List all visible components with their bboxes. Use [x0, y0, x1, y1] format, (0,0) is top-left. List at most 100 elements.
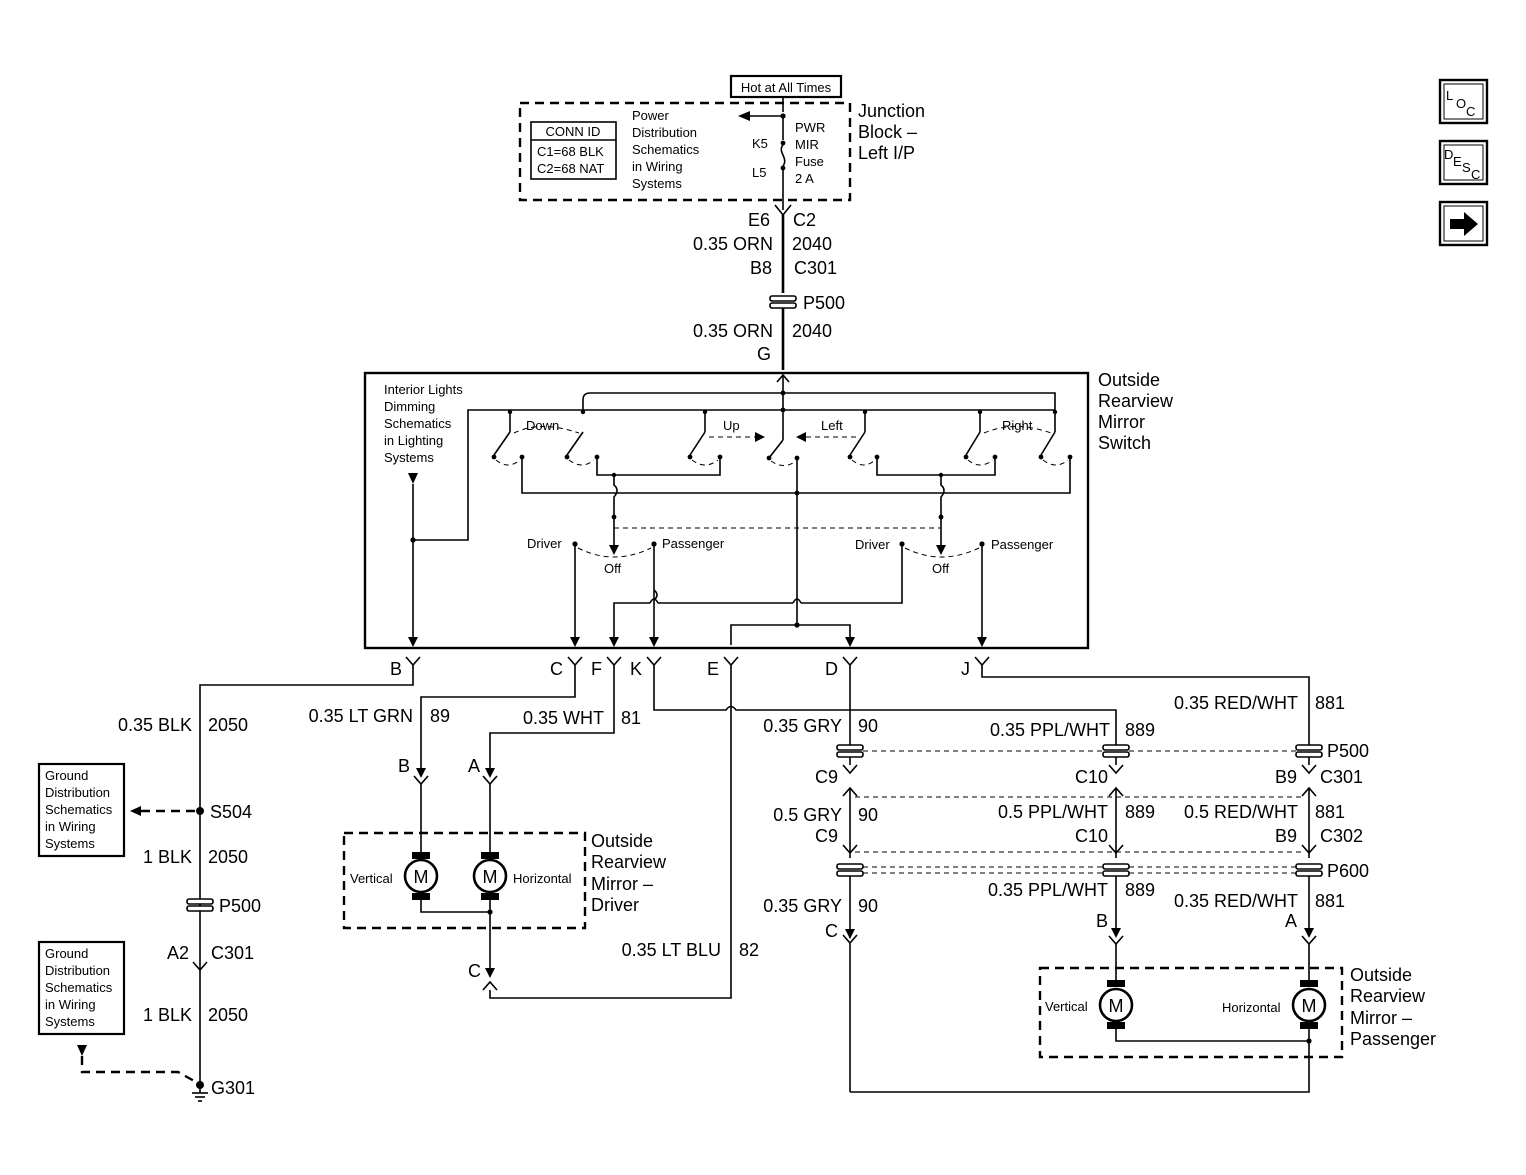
ground2-line5: Systems — [45, 1014, 95, 1029]
passenger-title-3: Mirror – — [1350, 1008, 1412, 1028]
c2-label: C2 — [793, 210, 816, 230]
loc-button[interactable]: L O C — [1438, 78, 1489, 125]
c302-label: C302 — [1320, 826, 1363, 846]
k5-label: K5 — [752, 136, 768, 151]
off1-label: Off — [604, 561, 621, 576]
switch-title-2: Rearview — [1098, 391, 1174, 411]
g-label: G — [757, 344, 771, 364]
splice-s504 — [196, 807, 204, 815]
l5-label: L5 — [752, 165, 766, 180]
driver-horizontal-motor-icon — [472, 858, 508, 894]
desc-d: D — [1444, 147, 1453, 162]
gry3-circuit: 90 — [858, 896, 878, 916]
desc-s: S — [1462, 160, 1471, 175]
interior-lights-1: Interior Lights — [384, 382, 463, 397]
conn-id-title: CONN ID — [546, 124, 601, 139]
ltblu-circuit: 82 — [739, 940, 759, 960]
interior-lights-2: Dimming — [384, 399, 435, 414]
gry1-circuit: 90 — [858, 716, 878, 736]
switch-up-label: Up — [723, 418, 740, 433]
passenger-title-4: Passenger — [1350, 1029, 1436, 1049]
wire1-circuit: 2040 — [792, 234, 832, 254]
fuse-line4: 2 A — [795, 171, 814, 186]
driver-mirror-outline — [342, 831, 587, 930]
pin-c: C — [550, 659, 563, 679]
p500-passenger-connectors — [836, 744, 1323, 758]
e6-label: E6 — [748, 210, 770, 230]
passenger-horizontal-label: Horizontal — [1222, 1000, 1281, 1015]
driver-pin-b: B — [398, 756, 410, 776]
wire2-gauge: 0.35 ORN — [693, 321, 773, 341]
conn-id-box — [530, 121, 617, 180]
driver-title-2: Rearview — [591, 852, 667, 872]
junction-line1: Junction — [858, 101, 925, 121]
ground-g301 — [196, 1081, 204, 1089]
driver-pin-c: C — [468, 961, 481, 981]
left-wire1-circuit: 2050 — [208, 715, 248, 735]
passenger-vertical-motor-icon — [1098, 987, 1134, 1023]
power-dist-line1: Power — [632, 108, 670, 123]
ppl3-circuit: 889 — [1125, 880, 1155, 900]
ground-dist-box-2 — [37, 940, 126, 1036]
next-button[interactable] — [1438, 200, 1489, 247]
ppl1-gauge: 0.35 PPL/WHT — [990, 720, 1110, 740]
p500-passenger-label: P500 — [1327, 741, 1369, 761]
driver-vertical-m: M — [414, 867, 429, 887]
c9b-label: C9 — [815, 826, 838, 846]
desc-c: C — [1471, 167, 1480, 182]
driver-vertical-label: Vertical — [350, 871, 393, 886]
c9a-label: C9 — [815, 767, 838, 787]
red2-gauge: 0.5 RED/WHT — [1184, 802, 1298, 822]
fuse-line3: Fuse — [795, 154, 824, 169]
switch-left-label: Left — [821, 418, 843, 433]
red1-gauge: 0.35 RED/WHT — [1174, 693, 1298, 713]
switch-right-label: Right — [1002, 418, 1033, 433]
switch-title-1: Outside — [1098, 370, 1160, 390]
red2-circuit: 881 — [1315, 802, 1345, 822]
power-dist-line3: Schematics — [632, 142, 700, 157]
ground2-line4: in Wiring — [45, 997, 96, 1012]
power-dist-line4: in Wiring — [632, 159, 683, 174]
switch-down-label: Down — [526, 418, 559, 433]
interior-lights-3: Schematics — [384, 416, 452, 431]
driver-title-4: Driver — [591, 895, 639, 915]
driver-horizontal-m: M — [483, 867, 498, 887]
ground2-line1: Ground — [45, 946, 88, 961]
ppl2-gauge: 0.5 PPL/WHT — [998, 802, 1108, 822]
driver2-label: Driver — [855, 537, 890, 552]
driver-title-1: Outside — [591, 831, 653, 851]
ground-dist-box-1 — [37, 762, 126, 858]
driver-horizontal-label: Horizontal — [513, 871, 572, 886]
passenger-pin-a: A — [1285, 911, 1297, 931]
left-arrow-icon — [796, 432, 806, 442]
passenger-title-1: Outside — [1350, 965, 1412, 985]
left-wire2-gauge: 1 BLK — [143, 847, 192, 867]
ltblu-gauge: 0.35 LT BLU — [622, 940, 721, 960]
ground1-line2: Distribution — [45, 785, 110, 800]
gry1-gauge: 0.35 GRY — [763, 716, 842, 736]
pin-d: D — [825, 659, 838, 679]
ground1-line1: Ground — [45, 768, 88, 783]
ltgrn-circuit: 89 — [430, 706, 450, 726]
junction-line3: Left I/P — [858, 143, 915, 163]
wht-gauge: 0.35 WHT — [523, 708, 604, 728]
loc-c: C — [1466, 104, 1475, 119]
mirror-switch-box — [363, 371, 1090, 650]
a2-label: A2 — [167, 943, 189, 963]
fuse-line1: PWR — [795, 120, 825, 135]
passenger1-label: Passenger — [662, 536, 725, 551]
desc-e: E — [1453, 154, 1462, 169]
p600-label: P600 — [1327, 861, 1369, 881]
loc-l: L — [1446, 88, 1453, 103]
junction-line2: Block – — [858, 122, 917, 142]
pin-b: B — [390, 659, 402, 679]
passenger-vertical-m: M — [1109, 996, 1124, 1016]
switch-title-3: Mirror — [1098, 412, 1145, 432]
passenger-vertical-label: Vertical — [1045, 999, 1088, 1014]
gry2-gauge: 0.5 GRY — [773, 805, 842, 825]
p500-left-connector — [186, 898, 214, 905]
desc-button[interactable]: D E S C — [1438, 139, 1489, 186]
g301-label: G301 — [211, 1078, 255, 1098]
p500-left-label: P500 — [219, 896, 261, 916]
ground2-line3: Schematics — [45, 980, 113, 995]
